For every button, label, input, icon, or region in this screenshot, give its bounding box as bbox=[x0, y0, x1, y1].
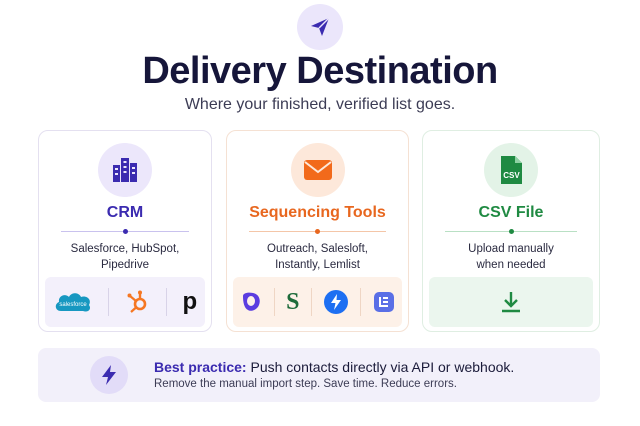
salesloft-logo: S bbox=[286, 288, 300, 315]
salesforce-logo: salesforce bbox=[53, 289, 93, 315]
crm-card: CRM Salesforce, HubSpot, Pipedrive sales… bbox=[38, 130, 212, 332]
page-title: Delivery Destination bbox=[142, 50, 498, 92]
paper-plane-icon bbox=[297, 4, 343, 50]
csv-file-icon: CSV bbox=[484, 143, 538, 197]
csv-title: CSV File bbox=[478, 204, 544, 221]
crm-divider bbox=[61, 229, 189, 234]
building-icon bbox=[98, 143, 152, 197]
csv-file-card: CSV CSV File Upload manually when needed bbox=[422, 130, 600, 332]
sequencing-tools-card: Sequencing Tools Outreach, Salesloft, In… bbox=[226, 130, 409, 332]
best-practice-headline: Best practice: Push contacts directly vi… bbox=[154, 359, 515, 375]
sequencing-logo-strip: S bbox=[233, 277, 402, 327]
pipedrive-logo: p bbox=[182, 288, 198, 315]
crm-logo-strip: salesforce p bbox=[45, 277, 205, 327]
csv-divider bbox=[445, 229, 577, 234]
lemlist-logo bbox=[372, 290, 396, 314]
crm-title: CRM bbox=[106, 204, 144, 221]
csv-download-strip bbox=[429, 277, 593, 327]
best-practice-subtext: Remove the manual import step. Save time… bbox=[154, 378, 457, 390]
envelope-icon bbox=[290, 143, 345, 197]
hubspot-logo bbox=[125, 289, 151, 315]
sequencing-title: Sequencing Tools bbox=[249, 204, 386, 221]
outreach-logo bbox=[239, 290, 263, 314]
svg-text:salesforce: salesforce bbox=[59, 302, 87, 308]
best-practice-banner: Best practice: Push contacts directly vi… bbox=[38, 348, 600, 402]
page-subtitle: Where your finished, verified list goes. bbox=[184, 96, 456, 113]
crm-description: Salesforce, HubSpot, Pipedrive bbox=[70, 243, 180, 271]
sequencing-divider bbox=[249, 229, 386, 234]
download-icon bbox=[498, 289, 524, 315]
svg-text:CSV: CSV bbox=[503, 171, 520, 180]
csv-description: Upload manually when needed bbox=[468, 243, 554, 271]
instantly-logo bbox=[323, 289, 349, 315]
sequencing-description: Outreach, Salesloft, Instantly, Lemlist bbox=[267, 243, 368, 271]
lightning-icon bbox=[90, 356, 128, 394]
